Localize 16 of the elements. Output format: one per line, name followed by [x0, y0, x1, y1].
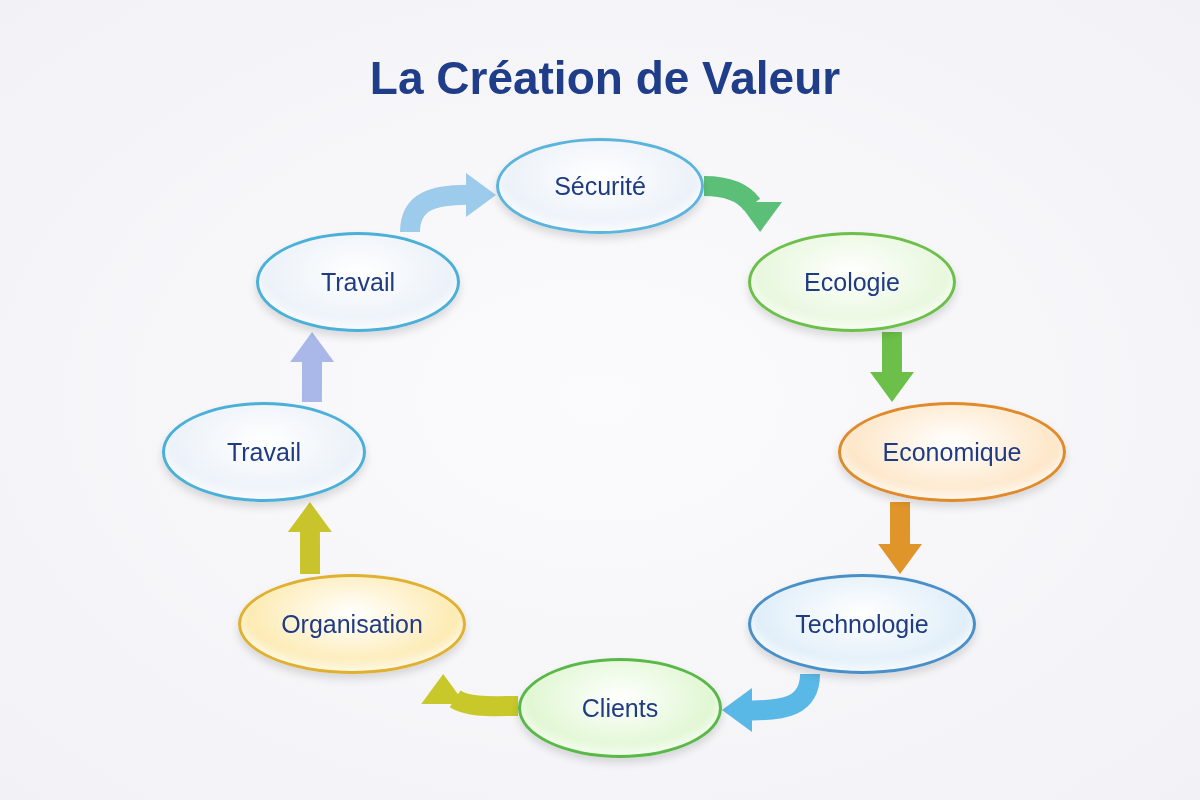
- node-label: Travail: [226, 437, 302, 467]
- node-label: Technologie: [795, 609, 929, 639]
- node-label: Organisation: [281, 609, 423, 639]
- node-label: Clients: [581, 693, 659, 723]
- node-label: Travail: [320, 267, 396, 297]
- block-arrow: [424, 673, 519, 717]
- node-label: Sécurité: [554, 171, 646, 201]
- block-arrow: [290, 332, 335, 402]
- block-arrow: [287, 502, 332, 574]
- block-arrow: [878, 502, 923, 574]
- block-arrow: [400, 172, 497, 233]
- block-arrow: [870, 332, 915, 402]
- node-label: Ecologie: [804, 267, 900, 297]
- node-label: Economique: [882, 437, 1022, 467]
- diagram-title: La Création de Valeur: [369, 51, 841, 106]
- block-arrow: [721, 673, 820, 733]
